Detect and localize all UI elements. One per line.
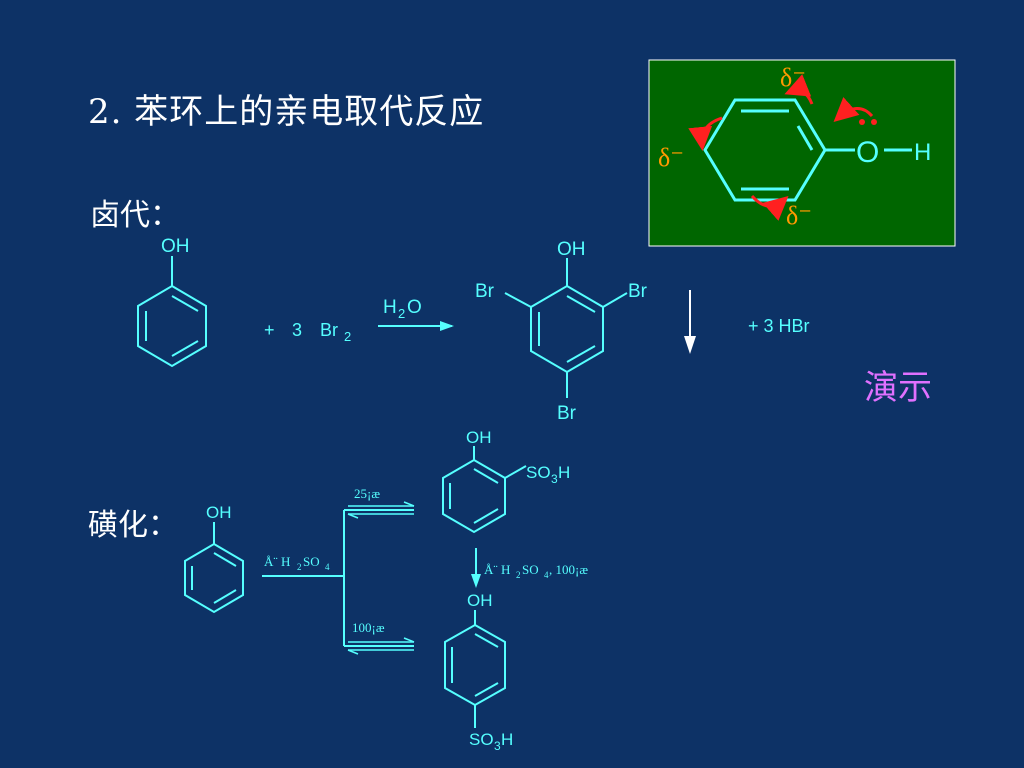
svg-text:2: 2 — [344, 329, 351, 344]
equilibrium-bottom: 100¡æ — [347, 620, 415, 655]
inset-hydrogen: H — [914, 139, 931, 166]
svg-text:OH: OH — [467, 591, 493, 610]
inset-oxygen: O — [856, 136, 879, 169]
cond-25: 25¡æ — [354, 486, 380, 501]
sulfonation-reactant: OH — [184, 503, 244, 614]
svg-text:, 100¡æ: , 100¡æ — [549, 562, 588, 577]
svg-text:2: 2 — [297, 562, 302, 572]
svg-text:Br: Br — [628, 281, 648, 302]
resonance-inset: O H δ⁻ δ⁻ δ⁻ — [648, 59, 956, 247]
halogenation-label: 卤代： — [90, 198, 180, 233]
svg-text:SO: SO — [526, 463, 551, 482]
equilibrium-top: 25¡æ — [347, 486, 415, 519]
demo-link[interactable]: 演示 — [864, 368, 932, 408]
delta-top: δ⁻ — [780, 63, 806, 92]
svg-text:4: 4 — [325, 562, 330, 572]
para-product: OH SO 3 H — [444, 591, 513, 753]
svg-text:OH: OH — [466, 428, 492, 447]
cond-100: 100¡æ — [352, 620, 385, 635]
svg-text:OH: OH — [206, 503, 232, 522]
hbr-byproduct: + 3 HBr — [748, 316, 810, 336]
svg-text:SO: SO — [522, 562, 539, 577]
precipitate-arrow — [684, 290, 696, 354]
svg-text:OH: OH — [557, 239, 586, 260]
tribromophenol-product: OH Br Br Br — [475, 239, 648, 424]
svg-text:3: 3 — [494, 739, 501, 753]
delta-bottom: δ⁻ — [786, 201, 812, 230]
svg-text:3: 3 — [551, 472, 558, 486]
svg-text:H: H — [383, 297, 397, 318]
sulfonation-label: 磺化： — [88, 508, 178, 543]
sulfuric-acid-label: Å¨ H 2 SO 4 — [264, 554, 330, 572]
water-arrow: H 2 O — [378, 297, 454, 331]
svg-text:Å¨ H: Å¨ H — [484, 562, 510, 577]
phenol-oh: OH — [161, 236, 190, 257]
svg-text:H: H — [558, 463, 570, 482]
svg-text:2: 2 — [516, 570, 521, 580]
svg-text:Br: Br — [475, 281, 495, 302]
svg-text:2: 2 — [398, 306, 405, 321]
slide-title: 2. 苯环上的亲电取代反应 — [88, 92, 485, 132]
svg-text:+: + — [264, 320, 275, 340]
svg-text:Br: Br — [557, 403, 577, 424]
svg-text:4: 4 — [544, 570, 549, 580]
bromine-reagent: + 3 Br 2 — [264, 320, 351, 344]
ortho-product: OH SO 3 H — [442, 428, 570, 534]
svg-text:O: O — [407, 297, 422, 318]
rearrange-arrow: Å¨ H 2 SO 4 , 100¡æ — [471, 548, 588, 588]
svg-text:H: H — [501, 730, 513, 749]
svg-text:Å¨ H: Å¨ H — [264, 554, 290, 569]
delta-left: δ⁻ — [658, 143, 684, 172]
svg-text:SO: SO — [303, 554, 320, 569]
branch-lines — [262, 509, 414, 647]
svg-text:3: 3 — [292, 320, 302, 340]
svg-text:SO: SO — [469, 730, 494, 749]
halogenation-reactant: OH — [137, 236, 207, 368]
svg-text:Br: Br — [320, 320, 338, 340]
